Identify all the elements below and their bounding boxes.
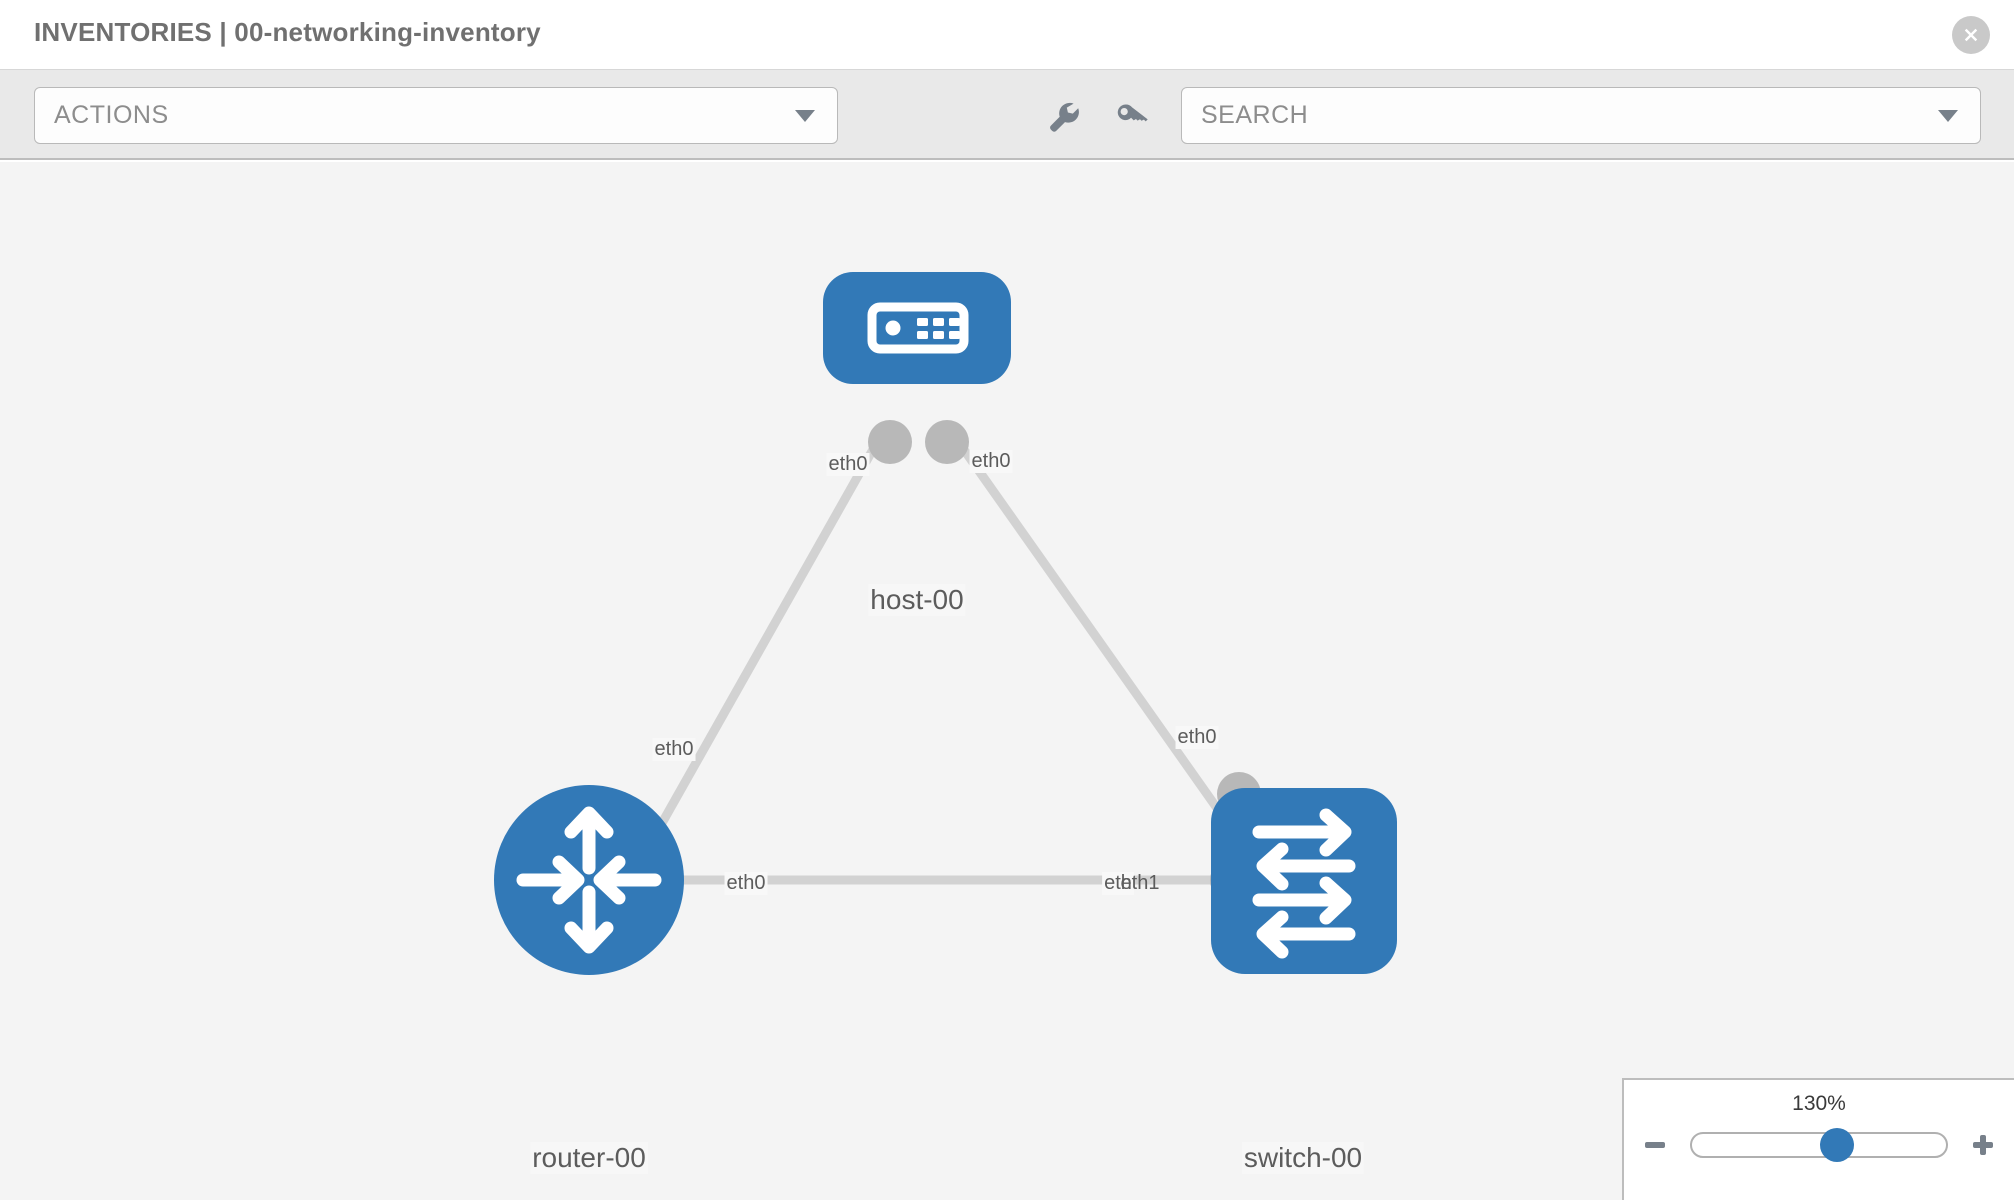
plus-icon[interactable] [1966,1128,2000,1162]
edge-label: eth0 [724,872,768,895]
node-switch-00 [1211,788,1397,974]
zoom-control-panel: 130% [1622,1078,2014,1200]
page-header: INVENTORIES | 00-networking-inventory [0,0,2014,70]
link-host-router [636,434,884,865]
topology-graph [494,272,1397,975]
connector-dot [868,420,912,464]
link-host-switch [951,434,1259,865]
node-router-00 [494,785,684,975]
zoom-level-label: 130% [1792,1092,1846,1115]
edge-label: eth0 [969,450,1013,473]
search-input[interactable]: SEARCH [1181,87,1981,144]
actions-dropdown[interactable]: ACTIONS [34,87,838,144]
router-arrows-icon [516,806,662,954]
topology-connectors [621,420,1261,902]
edge-label: eth0 [826,453,870,476]
page-title: INVENTORIES | 00-networking-inventory [34,17,541,47]
zoom-slider-track[interactable] [1690,1128,1948,1162]
edge-label: eth0 [1175,726,1219,749]
node-label-switch-00: switch-00 [1241,1142,1365,1174]
chevron-down-icon[interactable] [1938,109,1958,122]
chevron-down-icon [795,109,815,122]
node-label-host-00: host-00 [868,584,966,616]
search-placeholder: SEARCH [1201,101,1309,129]
wrench-icon[interactable] [1041,94,1085,138]
zoom-slider-thumb[interactable] [1819,1128,1854,1162]
topology-links [636,434,1259,885]
edge-label: eth0 [652,738,696,761]
server-appliance-icon [867,302,969,354]
minus-icon[interactable] [1638,1128,1672,1162]
actions-dropdown-label: ACTIONS [54,101,169,129]
key-icon[interactable] [1109,94,1153,138]
node-host-00 [823,272,1011,384]
topology-canvas[interactable]: eth0 eth0 eth0 eth0 eth0 eth eth1 host-0… [0,162,2014,1200]
edge-label: eth [1102,872,1134,895]
connector-dot [925,420,969,464]
switch-arrows-icon [1252,808,1356,959]
toolbar: ACTIONS SEARCH [0,70,2014,160]
close-icon[interactable] [1952,16,1990,54]
node-label-router-00: router-00 [530,1142,648,1174]
edge-label: eth1 [1120,872,1160,894]
